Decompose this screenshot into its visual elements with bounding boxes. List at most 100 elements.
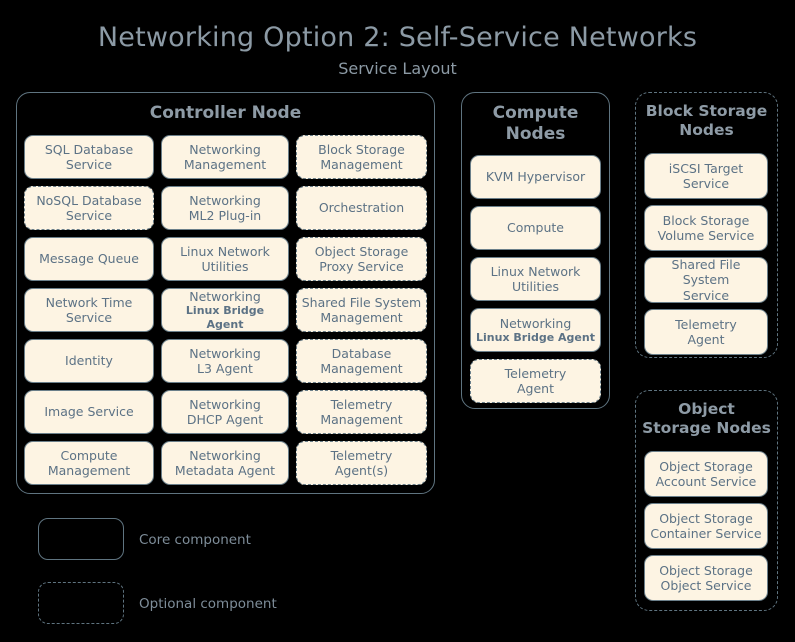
service-label-line2: Container Service (650, 526, 762, 541)
service-label-line1: Shared File System (671, 257, 741, 288)
service-box[interactable]: Block Storage Volume Service (644, 205, 768, 251)
service-label-line1: SQL Database (44, 141, 134, 157)
service-label-line2: Management (320, 310, 403, 325)
service-box[interactable]: Block Storage Management (296, 135, 427, 179)
legend-swatch-optional (38, 582, 124, 624)
service-box[interactable]: Networking Linux Bridge Agent (470, 308, 601, 352)
service-label-line1: NoSQL Database (36, 192, 142, 208)
service-label-line2: Account Service (655, 474, 757, 489)
service-box[interactable]: Shared File System Service (644, 257, 768, 303)
service-box[interactable]: NoSQL Database Service (24, 186, 154, 230)
service-box[interactable]: Compute (470, 206, 601, 250)
service-label-line1: KVM Hypervisor (485, 169, 586, 185)
service-label-line1: iSCSI Target (668, 160, 744, 176)
service-label-line2: Service (65, 310, 113, 325)
service-label-line1: Telemetry (330, 447, 393, 463)
service-label-line1: Networking (189, 288, 261, 304)
service-label-line1: Block Storage (318, 141, 405, 157)
service-box[interactable]: Networking Linux Bridge Agent (161, 288, 289, 332)
service-label-line1: Networking (499, 315, 572, 331)
service-label-line2: Management (320, 412, 403, 427)
service-box[interactable]: KVM Hypervisor (470, 155, 601, 199)
service-label-line2: Linux Bridge Agent (476, 330, 595, 344)
service-box[interactable]: Telemetry Agent (644, 309, 768, 355)
service-box[interactable]: Object Storage Container Service (644, 503, 768, 549)
service-box[interactable]: Networking L3 Agent (161, 339, 289, 383)
service-label-line2: Agent (687, 332, 725, 347)
service-label-line2: L3 Agent (197, 361, 253, 376)
service-label-line2: Proxy Service (319, 259, 404, 274)
service-label-line1: Networking (189, 345, 261, 361)
service-label-line2: Service (682, 176, 730, 191)
service-box[interactable]: Telemetry Agent(s) (296, 441, 427, 485)
service-label-line1: Block Storage (662, 212, 750, 228)
service-label-line1: Message Queue (39, 251, 139, 267)
service-label-line1: Database (331, 345, 392, 361)
service-label-line1: Networking (189, 447, 261, 463)
legend-label-optional: Optional component (139, 596, 277, 612)
service-label-line2: Management (183, 157, 267, 172)
service-label-line2: Service (65, 208, 113, 223)
service-label-line2: Management (47, 463, 131, 478)
group-title-block-storage-nodes-line1: Block Storage (645, 102, 768, 120)
service-box[interactable]: Networking DHCP Agent (161, 390, 289, 434)
group-title-object-storage-nodes-line1: Object (678, 400, 735, 418)
service-label-line1: Compute (506, 220, 564, 236)
service-label-line2: Management (320, 157, 403, 172)
group-title-object-storage-nodes-line2: Storage Nodes (642, 419, 771, 437)
service-label-line1: Linux Network (490, 263, 581, 279)
group-title-controller-node: Controller Node (149, 103, 302, 123)
service-label-line2: Utilities (201, 259, 249, 274)
service-label-line2: Service (65, 157, 113, 172)
service-label-line2: Volume Service (657, 228, 755, 243)
service-label-line1: Networking (189, 141, 261, 157)
service-box[interactable]: Networking ML2 Plug-in (161, 186, 289, 230)
diagram-subtitle: Service Layout (338, 59, 457, 78)
service-box[interactable]: Compute Management (24, 441, 154, 485)
service-box[interactable]: Linux Network Utilities (161, 237, 289, 281)
service-label-line2: Management (320, 361, 403, 376)
service-box[interactable]: Linux Network Utilities (470, 257, 601, 301)
service-label-line1: Linux Network (180, 243, 270, 259)
group-title-compute-nodes-line1: Compute (492, 103, 579, 123)
diagram-title: Networking Option 2: Self-Service Networ… (97, 22, 698, 53)
service-label-line1: Telemetry (675, 316, 737, 332)
service-label-line1: Shared File System (301, 294, 422, 310)
service-box[interactable]: Orchestration (296, 186, 427, 230)
service-label-line1: Identity (65, 353, 113, 369)
service-box[interactable]: Shared File System Management (296, 288, 427, 332)
service-box[interactable]: Image Service (24, 390, 154, 434)
service-box[interactable]: Object Storage Account Service (644, 451, 768, 497)
service-box[interactable]: Telemetry Management (296, 390, 427, 434)
service-box[interactable]: Object Storage Proxy Service (296, 237, 427, 281)
service-label-line2: Service (682, 287, 730, 303)
service-label-line2: Agent(s) (334, 463, 389, 478)
service-label-line1: Networking (189, 192, 261, 208)
service-box[interactable]: Message Queue (24, 237, 154, 281)
group-title-compute-nodes-line2: Nodes (505, 124, 566, 144)
service-box[interactable]: Object Storage Object Service (644, 555, 768, 601)
service-label-line1: Object Storage (314, 243, 409, 259)
service-box[interactable]: SQL Database Service (24, 135, 154, 179)
service-box[interactable]: Identity (24, 339, 154, 383)
service-box[interactable]: Network Time Service (24, 288, 154, 332)
service-box[interactable]: Networking Metadata Agent (161, 441, 289, 485)
service-box[interactable]: Telemetry Agent (470, 359, 601, 403)
service-label-line1: Orchestration (318, 200, 405, 216)
service-box[interactable]: iSCSI Target Service (644, 153, 768, 199)
service-label-line2: Metadata Agent (174, 463, 276, 478)
group-compute-nodes: Compute Nodes (461, 92, 610, 409)
service-label-line1: Telemetry (330, 396, 393, 412)
group-title-block-storage-nodes-line2: Nodes (679, 121, 734, 139)
service-label-line2: Agent (517, 381, 554, 396)
service-label-line1: Object Storage (659, 562, 753, 578)
service-label-line1: Networking (189, 396, 261, 412)
service-label-line2: DHCP Agent (186, 412, 264, 427)
service-label-line2: Object Service (660, 578, 752, 593)
service-label-line2: Utilities (511, 279, 560, 294)
service-box[interactable]: Database Management (296, 339, 427, 383)
service-label-line1: Telemetry (504, 365, 567, 381)
service-label-line1: Compute (60, 447, 118, 463)
service-box[interactable]: Networking Management (161, 135, 289, 179)
